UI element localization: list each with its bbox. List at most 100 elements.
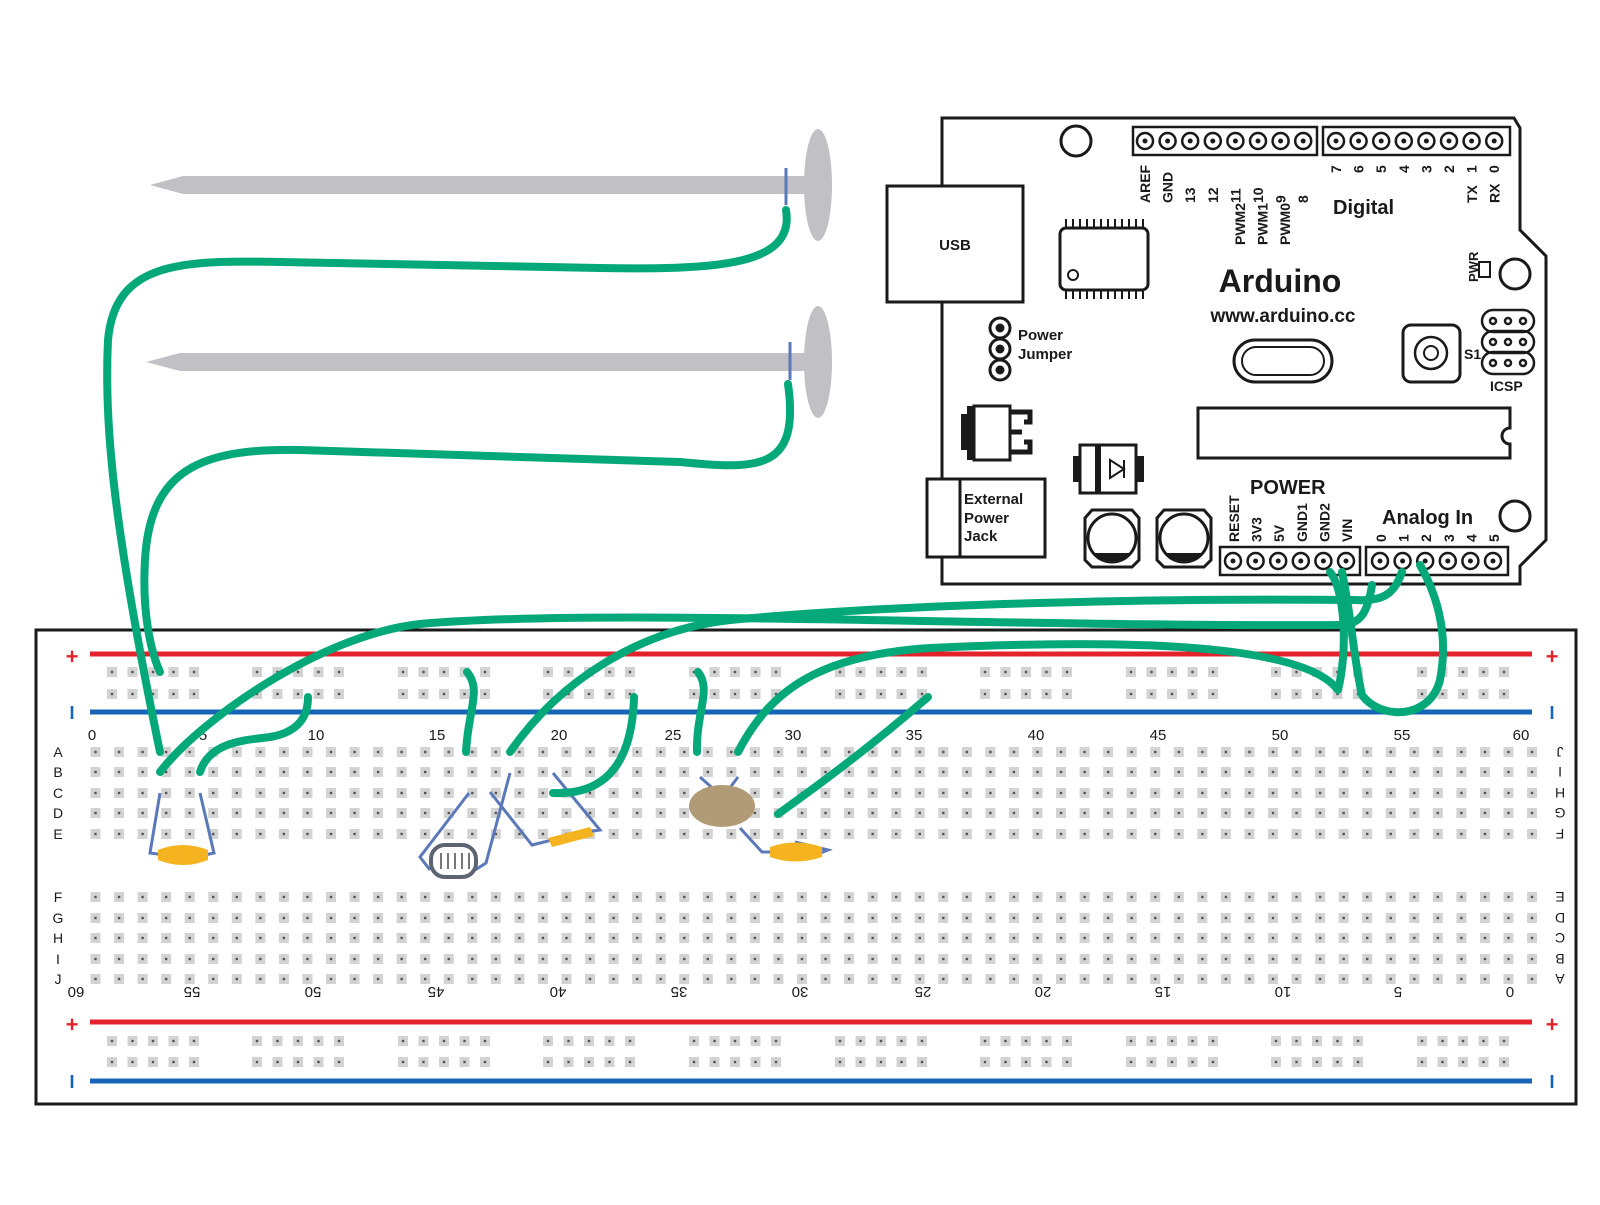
hole-center bbox=[1420, 1060, 1424, 1064]
hole-center bbox=[541, 770, 545, 774]
hole-center bbox=[1271, 916, 1275, 920]
hole-center bbox=[1507, 770, 1510, 774]
header-pin-center bbox=[1232, 138, 1238, 144]
hole-center bbox=[567, 692, 570, 696]
hole-center bbox=[259, 957, 262, 961]
hole-center bbox=[1224, 936, 1228, 940]
hole-center bbox=[259, 916, 262, 920]
hole-center bbox=[164, 811, 168, 815]
negative-rail-symbol: I bbox=[69, 1072, 74, 1092]
hole-center bbox=[965, 791, 969, 795]
header-pin-center bbox=[1378, 138, 1384, 144]
hole-center bbox=[259, 811, 262, 815]
hole-center bbox=[1271, 895, 1275, 899]
reset-button bbox=[1401, 323, 1462, 384]
digital-header-left bbox=[1131, 125, 1319, 157]
hole-center bbox=[659, 895, 662, 899]
hole-center bbox=[471, 770, 474, 774]
hole-center bbox=[692, 1039, 696, 1043]
hole-center bbox=[895, 811, 898, 815]
hole-center bbox=[546, 692, 550, 696]
hole-center bbox=[659, 791, 662, 795]
hole-center bbox=[541, 832, 545, 836]
hole-center bbox=[1342, 895, 1345, 899]
hole-center bbox=[282, 791, 286, 795]
hole-center bbox=[612, 811, 615, 815]
header-pin-center bbox=[1255, 138, 1261, 144]
hole-center bbox=[1318, 936, 1322, 940]
nail-head bbox=[804, 306, 832, 418]
hole-center bbox=[1502, 1060, 1506, 1064]
hole-center bbox=[895, 957, 898, 961]
hole-center bbox=[164, 895, 168, 899]
hole-center bbox=[376, 977, 380, 981]
hole-center bbox=[541, 977, 545, 981]
hole-center bbox=[1059, 916, 1063, 920]
hole-center bbox=[1436, 957, 1440, 961]
hole-center bbox=[824, 895, 827, 899]
power-header bbox=[1218, 545, 1362, 577]
header-pin-center bbox=[1400, 558, 1406, 564]
hole-center bbox=[1191, 692, 1194, 696]
hole-center bbox=[824, 957, 827, 961]
hole-center bbox=[1441, 1039, 1444, 1043]
hole-center bbox=[942, 811, 945, 815]
hole-center bbox=[306, 936, 309, 940]
hole-center bbox=[94, 770, 97, 774]
hole-center bbox=[1154, 916, 1157, 920]
header-pin-center bbox=[1298, 558, 1304, 564]
hole-center bbox=[1295, 791, 1298, 795]
hole-center bbox=[1012, 957, 1016, 961]
hole-center bbox=[1177, 770, 1180, 774]
hole-center bbox=[753, 770, 757, 774]
hole-center bbox=[1130, 770, 1133, 774]
hole-center bbox=[188, 811, 191, 815]
column-number: 5 bbox=[1394, 983, 1402, 1000]
hole-center bbox=[164, 770, 168, 774]
hole-center bbox=[1036, 750, 1039, 754]
txrx-label: RX bbox=[1487, 183, 1503, 203]
hole-center bbox=[94, 977, 97, 981]
hole-center bbox=[337, 1060, 341, 1064]
hole-center bbox=[541, 811, 545, 815]
header-pin-center bbox=[1343, 558, 1349, 564]
hole-center bbox=[353, 916, 356, 920]
header-pin-center bbox=[1142, 138, 1148, 144]
hole-center bbox=[1065, 1039, 1069, 1043]
hole-center bbox=[713, 670, 716, 674]
analog-pin-label: 2 bbox=[1418, 534, 1434, 542]
hole-center bbox=[1389, 957, 1392, 961]
hole-center bbox=[235, 750, 238, 754]
header-pin-center bbox=[1446, 138, 1452, 144]
hole-center bbox=[1530, 832, 1534, 836]
hole-center bbox=[282, 832, 286, 836]
header-pins bbox=[1370, 551, 1503, 571]
hole-center bbox=[1460, 750, 1463, 754]
hole-center bbox=[683, 750, 686, 754]
hole-center bbox=[1065, 670, 1069, 674]
hole-center bbox=[1507, 977, 1510, 981]
hole-center bbox=[541, 916, 545, 920]
hole-center bbox=[989, 936, 992, 940]
hole-center bbox=[494, 770, 498, 774]
hole-center bbox=[1059, 832, 1063, 836]
hole-center bbox=[518, 791, 521, 795]
hole-center bbox=[1083, 957, 1086, 961]
hole-center bbox=[942, 936, 945, 940]
hole-center bbox=[1045, 692, 1048, 696]
hole-center bbox=[1342, 770, 1345, 774]
hole-center bbox=[1441, 1060, 1444, 1064]
hole-center bbox=[1507, 832, 1510, 836]
wire-col28-5v bbox=[734, 568, 1348, 756]
hole-center bbox=[1483, 895, 1487, 899]
hole-center bbox=[1274, 670, 1278, 674]
hole-center bbox=[141, 811, 144, 815]
hole-center bbox=[212, 770, 215, 774]
hole-center bbox=[1024, 1060, 1028, 1064]
row-letter: D bbox=[1555, 910, 1565, 926]
hole-center bbox=[1177, 916, 1180, 920]
hole-center bbox=[188, 832, 191, 836]
hole-center bbox=[141, 832, 144, 836]
hole-center bbox=[1460, 770, 1463, 774]
